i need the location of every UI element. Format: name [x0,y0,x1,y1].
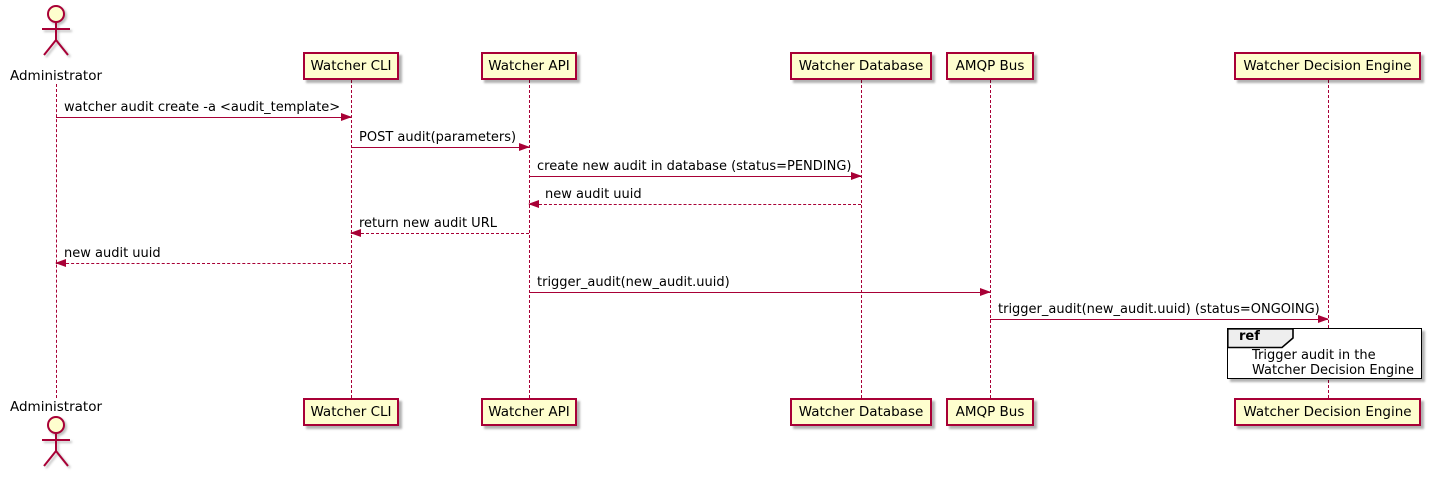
arrowhead-right-icon [519,143,530,151]
ref-text-line1: Trigger audit in the [1252,348,1376,363]
message-5: return new audit URL [350,216,529,237]
arrowhead-right-icon [341,113,352,121]
participant-label: Watcher API [488,404,570,420]
message-line [990,319,1328,320]
arrowhead-left-icon [528,200,539,208]
arrowhead-right-icon [1318,315,1329,323]
participant-watcher-decision-engine-top: Watcher Decision Engine [1234,52,1421,80]
actor-label-bottom: Administrator [9,399,103,415]
message-line [529,176,861,177]
message-line [56,263,351,264]
message-line [56,117,351,118]
lifeline-amqp-bus [989,80,991,398]
message-7: trigger_audit(new_audit.uuid) [529,275,991,296]
actor-icon [42,416,70,467]
lifeline-administrator [55,84,57,398]
participant-watcher-cli-top: Watcher CLI [303,52,399,80]
message-label: watcher audit create -a <audit_template> [64,100,341,115]
actor-label-top: Administrator [9,68,103,84]
message-line [529,204,861,205]
participant-label: Watcher CLI [310,58,392,74]
participant-amqp-bus-bottom: AMQP Bus [946,398,1034,426]
participant-watcher-api-top: Watcher API [481,52,577,80]
message-label: trigger_audit(new_audit.uuid) (status=ON… [998,302,1320,317]
message-3: create new audit in database (status=PEN… [529,159,862,180]
ref-text: Trigger audit in the Watcher Decision En… [1252,348,1414,378]
message-8: trigger_audit(new_audit.uuid) (status=ON… [990,302,1329,323]
message-label: POST audit(parameters) [359,130,517,145]
message-4: new audit uuid [528,187,861,208]
actor-icon [42,5,70,56]
ref-fragment: ref Trigger audit in the Watcher Decisio… [1227,328,1422,379]
arrowhead-right-icon [851,172,862,180]
participant-label: Watcher Database [798,404,924,420]
message-1: watcher audit create -a <audit_template> [56,100,352,121]
message-line [529,292,990,293]
arrowhead-right-icon [980,288,991,296]
participant-label: Watcher Decision Engine [1243,404,1412,420]
arrowhead-left-icon [350,229,361,237]
lifeline-watcher-cli [350,80,352,398]
participant-label: Watcher Database [798,58,924,74]
participant-watcher-database-bottom: Watcher Database [790,398,932,426]
participant-label: Watcher API [488,58,570,74]
message-label: new audit uuid [64,246,161,261]
participant-watcher-database-top: Watcher Database [790,52,932,80]
lifeline-watcher-database [861,80,862,398]
participant-watcher-cli-bottom: Watcher CLI [303,398,399,426]
lifeline-watcher-api [529,80,530,398]
participant-watcher-api-bottom: Watcher API [481,398,577,426]
participant-label: Watcher CLI [310,404,392,420]
message-label: new audit uuid [545,187,642,202]
participant-label: AMQP Bus [955,58,1025,74]
message-line [351,233,529,234]
message-line [351,147,529,148]
message-label: return new audit URL [359,216,497,231]
lifeline-watcher-decision-engine [1327,80,1329,398]
ref-tab-icon [1227,328,1294,349]
participant-label: AMQP Bus [955,404,1025,420]
message-6: new audit uuid [55,246,351,267]
participant-amqp-bus-top: AMQP Bus [946,52,1034,80]
participant-label: Watcher Decision Engine [1243,58,1412,74]
participant-watcher-decision-engine-bottom: Watcher Decision Engine [1234,398,1421,426]
message-2: POST audit(parameters) [351,130,530,151]
ref-text-line2: Watcher Decision Engine [1252,363,1414,378]
message-label: create new audit in database (status=PEN… [537,159,852,174]
message-label: trigger_audit(new_audit.uuid) [537,275,730,290]
ref-keyword: ref [1239,329,1260,344]
arrowhead-left-icon [55,259,66,267]
